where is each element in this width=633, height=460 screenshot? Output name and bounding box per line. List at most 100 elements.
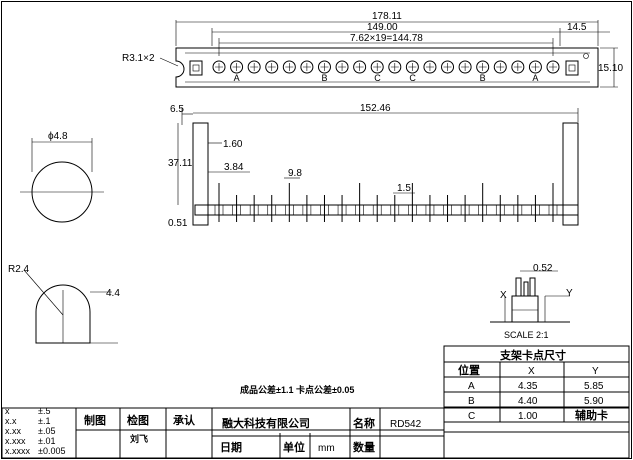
title-block: x ±.5 x.x ±.1 x.xx ±.05 x.xxx ±.01 x.xxx… [1, 406, 630, 459]
tol-line: ±0.005 [38, 446, 65, 456]
label-qty: 数量 [353, 440, 375, 454]
dim-left: 6.5 [170, 104, 184, 115]
dim-1-5: 1.5 [397, 183, 411, 194]
table-cell: C [468, 411, 475, 422]
pin-cross [425, 63, 434, 71]
pin-hole [317, 60, 331, 74]
side-strip [194, 204, 579, 216]
pin-hole [353, 60, 367, 74]
pin-hole [230, 60, 244, 74]
table-cell: 5.90 [584, 396, 604, 407]
table-cell: A [468, 381, 475, 392]
label-jiantu: 检图 [127, 413, 149, 427]
pin-cross [513, 63, 522, 71]
dim-0-51: 0.51 [168, 218, 188, 229]
label-unit: 单位 [283, 440, 305, 454]
pin-hole [300, 60, 314, 74]
pin-hole [335, 60, 349, 74]
pin-cross [549, 63, 557, 71]
pin-hole [212, 60, 226, 74]
dim-mid: 149.00 [367, 22, 398, 33]
tol-line: ±.01 [38, 436, 55, 446]
left-terminal-inner [192, 64, 200, 72]
left-post [192, 122, 209, 226]
detail-x-label: X [500, 290, 507, 301]
pin-label: C [409, 73, 416, 83]
pin-label: A [532, 73, 538, 83]
dim-radius: R3.1×2 [122, 53, 155, 64]
dim-0-52: 0.52 [533, 263, 553, 274]
table-header-y: Y [592, 366, 599, 377]
pin-hole [458, 60, 472, 74]
tol-line: x.xxxx [5, 446, 31, 456]
clip-dimension-table: 支架卡点尺寸 位置 X Y A 4.35 5.85 B 4.40 5.90 C … [443, 345, 630, 423]
pin-label: B [321, 73, 327, 83]
mark-circle [583, 53, 589, 59]
right-terminal-inner [568, 64, 576, 72]
detail-body [511, 295, 539, 323]
dim-strip-height: 15.10 [598, 63, 623, 74]
tol-line: x [5, 406, 10, 416]
dim-dome-width: 4.4 [106, 288, 120, 299]
side-view: 6.5 152.46 1.60 37.11 3.84 9.8 1.5 0.51 [168, 103, 579, 229]
left-terminal-square [189, 60, 203, 76]
pin-cross [338, 63, 347, 71]
dim-3-84: 3.84 [224, 162, 244, 173]
pin-cross [250, 63, 259, 71]
table-cell: 4.40 [518, 396, 538, 407]
pin-cross [408, 63, 417, 71]
label-name: 名称 [353, 416, 375, 430]
label-chengren: 承认 [173, 413, 196, 427]
dim-diameter: ϕ4.8 [48, 131, 68, 142]
unit-value: mm [318, 443, 335, 454]
company-name: 融大科技有限公司 [222, 416, 310, 430]
pin-hole [405, 60, 419, 74]
pin-hole [282, 60, 296, 74]
table-cell: 5.85 [584, 381, 604, 392]
pin-hole [476, 60, 490, 74]
dome-view: R2.4 4.4 [8, 264, 120, 344]
table-cell: 辅助卡 [575, 408, 608, 422]
table-title: 支架卡点尺寸 [499, 348, 566, 362]
circle-view: ϕ4.8 [20, 131, 104, 223]
pin-hole [247, 60, 261, 74]
table-cell: B [468, 396, 475, 407]
pin-hole [441, 60, 455, 74]
detail-view: 0.52 X Y SCALE 2:1 [490, 263, 573, 340]
pin-row-side [214, 183, 558, 222]
dim-1-60: 1.60 [223, 139, 243, 150]
detail-scale: SCALE 2:1 [504, 330, 549, 340]
pin-cross [478, 63, 487, 71]
dim-pitch: 7.62×19=144.78 [350, 33, 423, 44]
detail-y-label: Y [566, 288, 573, 299]
pin-hole [493, 60, 507, 74]
tol-line: ±.5 [38, 406, 50, 416]
pin-cross [373, 63, 382, 71]
dim-span: 152.46 [360, 103, 391, 114]
dim-total: 178.11 [372, 11, 402, 22]
pin-hole [370, 60, 384, 74]
pin-cross [355, 63, 364, 71]
pin-cross [267, 63, 276, 71]
pin-cross [285, 63, 294, 71]
table-cell: 1.00 [518, 411, 538, 422]
tol-line: ±.1 [38, 416, 50, 426]
tol-line: ±.05 [38, 426, 55, 436]
right-post [562, 122, 579, 226]
drafter-name: 刘飞 [130, 433, 148, 444]
pin-hole [388, 60, 402, 74]
pin-hole [528, 60, 542, 74]
tol-line: x.x [5, 416, 17, 426]
dim-9-8: 9.8 [288, 168, 302, 179]
pin-cross [232, 63, 241, 71]
label-date: 日期 [220, 440, 242, 454]
tol-line: x.xx [5, 426, 22, 436]
pin-hole [265, 60, 279, 74]
strip-body [175, 47, 599, 88]
table-header-position: 位置 [458, 363, 480, 377]
pin-hole [423, 60, 437, 74]
table-header-x: X [528, 366, 535, 377]
dim-side-height: 37.11 [168, 158, 193, 169]
